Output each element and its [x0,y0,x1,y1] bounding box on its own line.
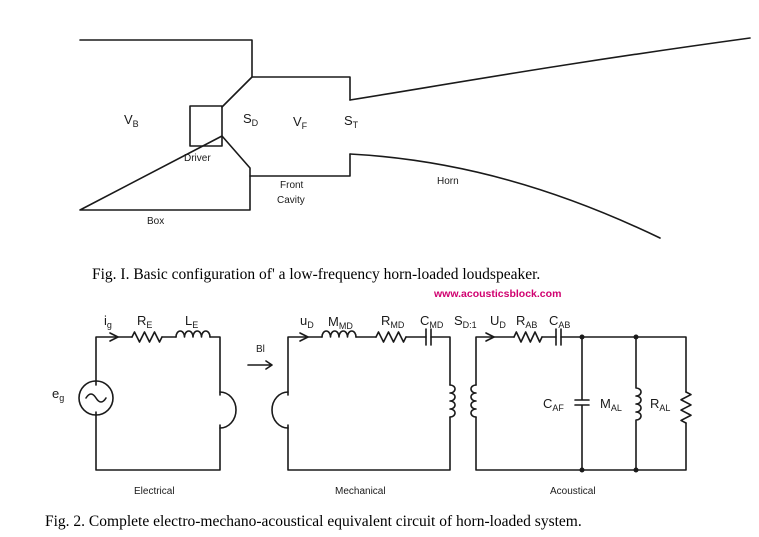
rab-resistor [513,331,543,343]
cavity-label: Cavity [277,195,305,206]
current-arrow-mechanical [299,332,309,342]
cab-label: CAB [549,313,570,330]
le-label: LE [185,313,198,330]
figure-2-caption: Fig. 2. Complete electro-mechano-acousti… [45,513,582,530]
mmd-inductor [321,330,357,338]
driver-label: Driver [184,153,211,164]
cmd-capacitor [425,328,432,346]
ral-label: RAL [650,396,670,413]
electrical-wire [95,336,221,471]
caf-label: CAF [543,396,564,413]
electrical-circuit: ig RE LE eg Electrical [52,313,237,497]
mechanical-circuit: uD MMD RMD CMD Mechanical [271,313,456,497]
junction-dot [579,467,585,473]
re-resistor [131,331,163,343]
front-volume-label: VF [293,114,308,131]
box-outline [79,39,253,211]
mal-label: MAL [600,396,622,413]
diaphragm-area-label: SD [243,111,259,128]
horn-lower-wall [349,153,661,239]
front-cavity-outline [249,76,351,177]
electrical-label: Electrical [134,486,175,497]
acoustical-circuit: SD:1 UD RAB CAB CAF MAL RAL Acoustical [454,313,692,497]
front-label: Front [280,180,304,191]
current-arrow [109,332,119,342]
box-volume-label: VB [124,112,139,129]
bl-arrow [247,360,273,370]
transformer-ratio-label: SD:1 [454,313,477,330]
junction-dot [633,467,639,473]
mechanical-wire [287,336,451,471]
rmd-resistor [375,331,407,343]
mal-inductor [635,336,642,471]
rab-label: RAB [516,313,537,330]
mechanical-label: Mechanical [335,486,386,497]
acoustical-label: Acoustical [550,486,596,497]
bl-label: Bl [256,344,265,355]
bl-coupling: Bl [247,344,273,370]
current-ig-label: ig [104,313,112,330]
cab-capacitor [555,328,562,346]
box-label: Box [147,216,164,227]
re-label: RE [137,313,152,330]
rmd-label: RMD [381,313,405,330]
loudspeaker-diagram: VB SD VF ST Driver Front Cavity Horn Box [79,37,751,239]
le-inductor [175,330,211,338]
source-eg-label: eg [52,386,64,403]
horn-upper-wall [349,37,751,101]
transformer-secondary [470,384,477,418]
driver-body [189,105,223,147]
caf-capacitor [574,336,590,471]
transformer-primary [449,384,456,418]
source-sine-icon [85,393,107,403]
acoustical-wire [475,336,687,471]
ral-resistor [680,391,692,424]
voice-coil-half-electrical [219,391,237,429]
mmd-label: MMD [328,314,353,331]
volume-velocity-ud-label: UD [490,313,506,330]
voltage-source [78,380,114,416]
current-arrow-acoustical [485,332,495,342]
junction-dot [579,334,585,340]
cmd-label: CMD [420,313,444,330]
website-watermark: www.acousticsblock.com [433,288,561,300]
voice-coil-half-mechanical [271,391,289,429]
figure-1-caption: Fig. I. Basic configuration of' a low-fr… [92,266,540,283]
junction-dot [633,334,639,340]
throat-area-label: ST [344,113,359,130]
velocity-ud-label: uD [300,313,314,330]
horn-label: Horn [437,176,459,187]
